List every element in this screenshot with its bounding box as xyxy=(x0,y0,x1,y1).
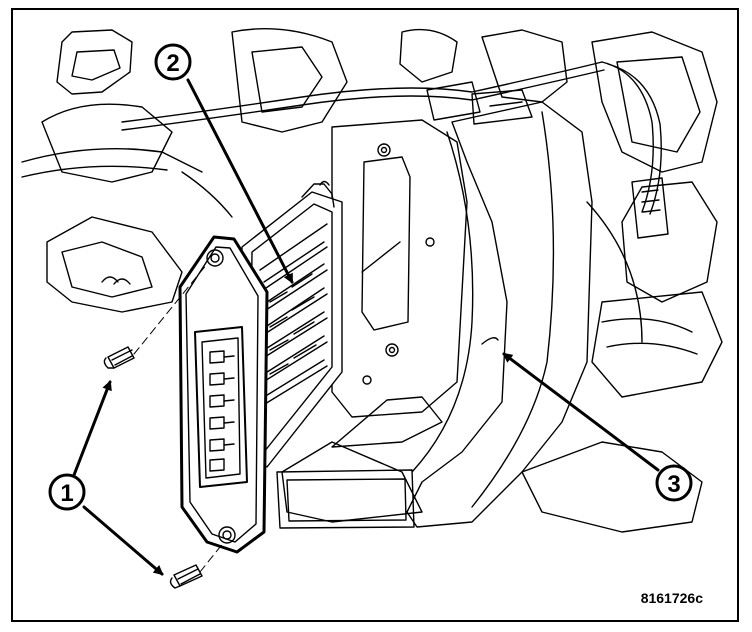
background-components xyxy=(21,27,723,533)
figure-code: 8161726c xyxy=(640,590,703,606)
leader-callout-3 xyxy=(502,352,660,472)
technical-illustration: 2 1 3 8161726c xyxy=(11,8,739,622)
fasteners xyxy=(103,263,225,589)
leader-callout-2 xyxy=(186,78,294,284)
callout-1: 1 xyxy=(48,473,86,511)
callout-1-number: 1 xyxy=(60,480,73,507)
leader-lines xyxy=(72,78,660,576)
wiring-harness xyxy=(121,61,669,239)
hvac-housing xyxy=(276,89,643,529)
line-drawing: 2 1 3 xyxy=(21,27,723,589)
callout-2: 2 xyxy=(154,43,192,81)
callout-3: 3 xyxy=(655,464,693,502)
callout-2-number: 2 xyxy=(166,50,179,77)
leader-callout-1b xyxy=(82,505,164,576)
callout-3-number: 3 xyxy=(667,471,680,498)
bracket xyxy=(331,119,468,418)
leader-callout-1a xyxy=(72,380,112,477)
mounting-plate xyxy=(178,235,269,554)
